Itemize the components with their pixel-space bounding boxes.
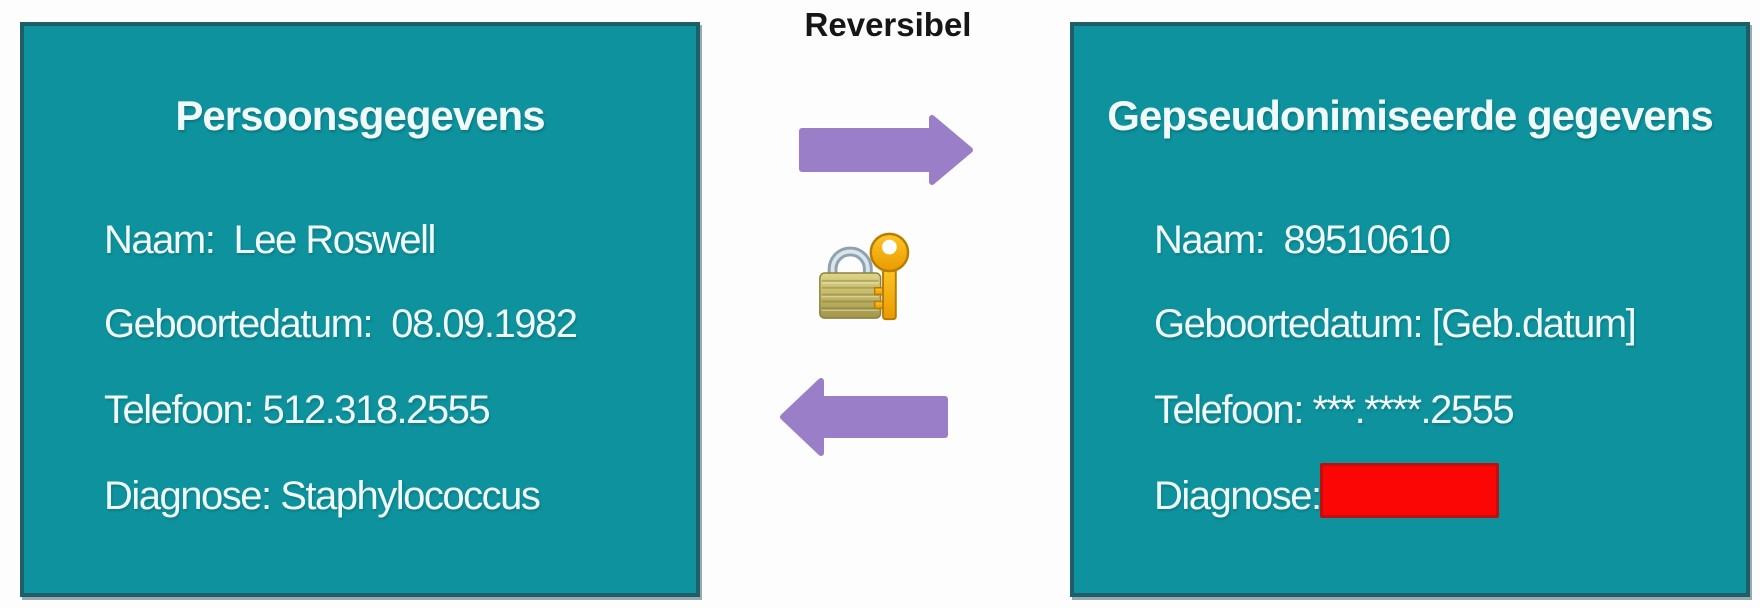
personal-data-row-telefoon: Telefoon: 512.318.2555 — [104, 388, 491, 432]
pseudonymized-row-telefoon: Telefoon: ***.****.2555 — [1154, 388, 1515, 432]
personal-data-panel: Persoonsgegevens Naam: Lee Roswell Geboo… — [20, 22, 700, 597]
redaction-box — [1320, 463, 1499, 518]
reversible-label: Reversibel — [804, 6, 972, 43]
personal-data-row-diagnose: Diagnose: Staphylococcus — [104, 474, 541, 518]
pseudonymized-row-geboortedatum: Geboortedatum: [Geb.datum] — [1154, 302, 1637, 346]
arrow-right-icon — [798, 115, 974, 185]
pseudonymized-row-diagnose: Diagnose: — [1154, 474, 1322, 518]
personal-data-row-geboortedatum: Geboortedatum: 08.09.1982 — [104, 302, 578, 346]
lock-with-key-icon — [812, 226, 910, 324]
personal-data-row-naam: Naam: Lee Roswell — [104, 218, 436, 262]
arrow-left-icon — [777, 376, 949, 458]
pseudonymized-row-naam: Naam: 89510610 — [1154, 218, 1451, 262]
personal-data-title: Persoonsgegevens — [175, 92, 545, 139]
pseudonymized-data-title: Gepseudonimiseerde gegevens — [1107, 92, 1714, 139]
